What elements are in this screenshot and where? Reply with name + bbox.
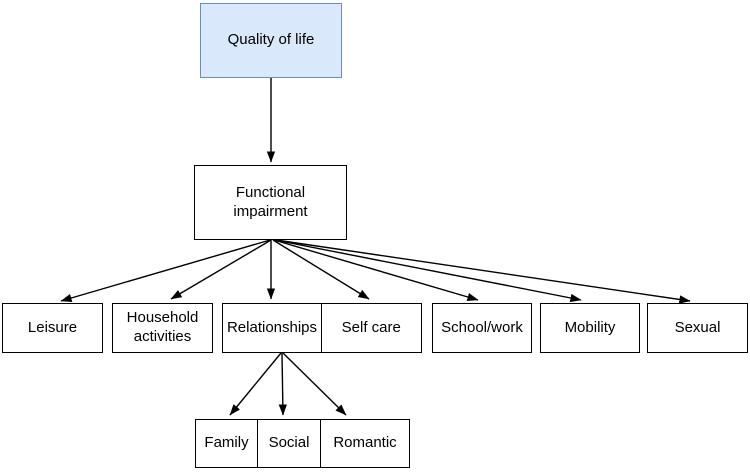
node-label: Social — [268, 434, 310, 452]
node-sexual: Sexual — [647, 303, 748, 353]
edge-functional-to-household — [170, 239, 272, 300]
edge-functional-to-leisure — [60, 239, 271, 303]
node-romantic: Romantic — [320, 419, 410, 468]
node-social: Social — [256, 419, 322, 468]
node-label: Functional impairment — [233, 183, 308, 220]
edge-functional-to-selfcare — [272, 239, 370, 300]
node-label: Household activities — [126, 309, 199, 345]
node-label: Self care — [341, 318, 401, 336]
node-label: Quality of life — [227, 31, 315, 49]
node-label: Romantic — [333, 434, 397, 452]
node-family: Family — [195, 419, 258, 468]
node-household-activities: Household activities — [112, 303, 213, 353]
edge-relationships-to-family — [229, 352, 282, 416]
node-relationships: Relationships — [222, 303, 322, 353]
edge-functional-to-sexual — [275, 239, 691, 304]
node-label: Sexual — [674, 318, 721, 336]
node-label: Relationships — [226, 318, 318, 336]
edge-relationships-to-social — [278, 352, 288, 416]
node-leisure: Leisure — [2, 303, 103, 353]
edge-functional-to-mobility — [274, 239, 582, 303]
node-label: Mobility — [564, 318, 616, 336]
node-mobility: Mobility — [540, 303, 640, 353]
node-quality-of-life: Quality of life — [200, 3, 342, 78]
node-label: School/work — [441, 318, 523, 336]
node-label: Family — [204, 434, 249, 452]
node-functional-impairment: Functional impairment — [194, 165, 347, 240]
node-school-work: School/work — [432, 303, 532, 353]
edge-functional-to-schoolwork — [273, 239, 479, 302]
node-label: Leisure — [27, 318, 78, 336]
edge-relationships-to-romantic — [282, 352, 347, 416]
node-self-care: Self care — [320, 303, 422, 353]
